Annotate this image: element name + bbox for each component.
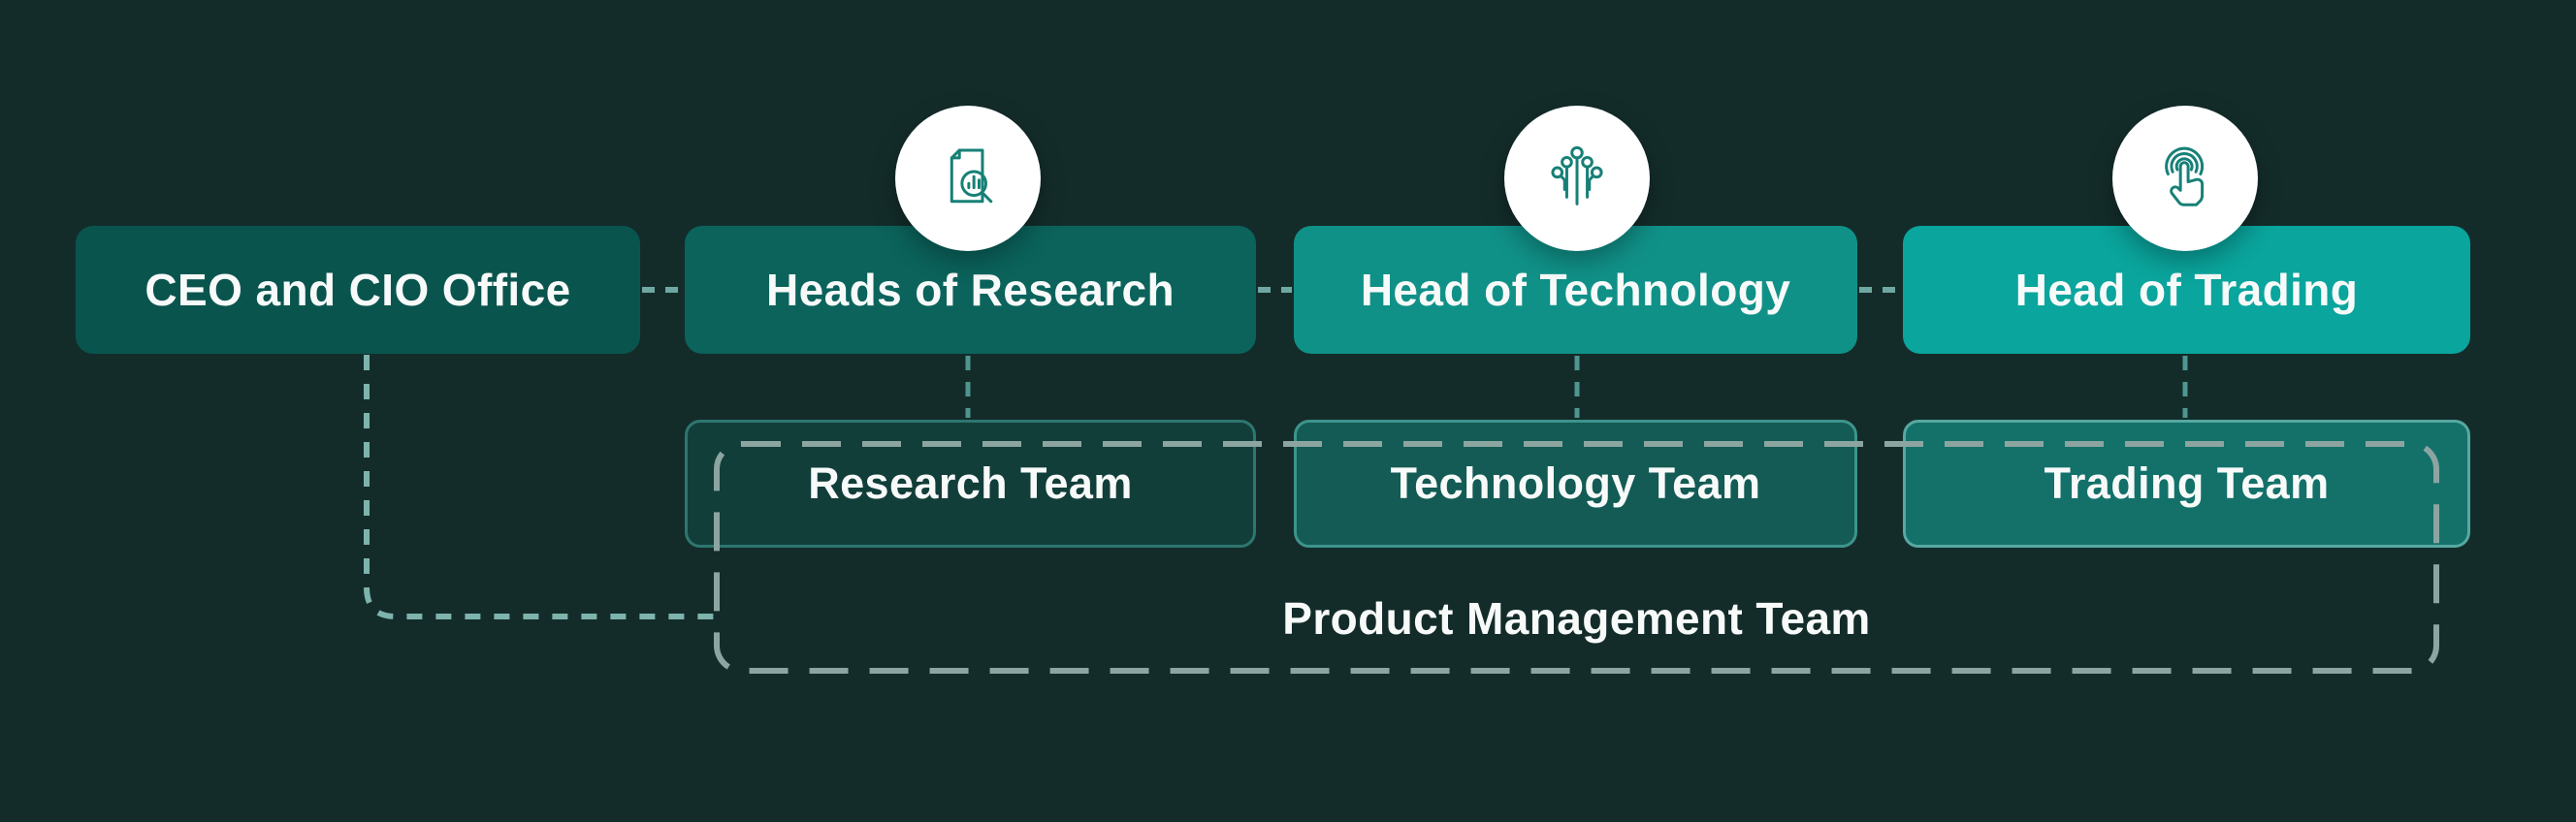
box-research-team: Research Team [685,420,1256,548]
node-label: CEO and CIO Office [145,265,571,315]
technology-icon-circle [1504,106,1650,251]
box-technology-team: Technology Team [1294,420,1857,548]
team-label: Technology Team [1390,458,1761,508]
node-ceo-cio-office: CEO and CIO Office [76,226,640,354]
research-icon-circle [895,106,1041,251]
team-label: Research Team [808,458,1133,508]
trading-icon-circle [2112,106,2258,251]
report-magnifier-icon [950,148,993,204]
product-management-team-label: Product Management Team [1282,593,1871,644]
node-label: Head of Technology [1360,265,1791,315]
head-to-team-connectors [965,356,2188,418]
ceo-to-product-team-connector [364,355,714,619]
circuit-icon [1551,145,1603,206]
node-label: Head of Trading [2014,265,2359,315]
tap-icon [2165,146,2205,206]
box-trading-team: Trading Team [1903,420,2470,548]
team-label: Trading Team [2044,458,2330,508]
node-label: Heads of Research [766,265,1175,315]
